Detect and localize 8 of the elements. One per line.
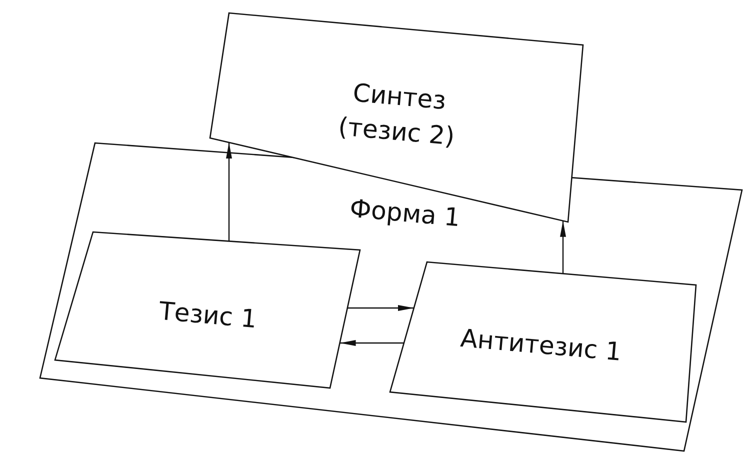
node-label: Синтез (тезис 2) xyxy=(336,77,457,153)
node-label: Антитезис 1 xyxy=(458,322,624,368)
arrow xyxy=(340,340,404,346)
arrow xyxy=(226,142,232,242)
arrow xyxy=(347,305,414,311)
node-label: Тезис 1 xyxy=(157,295,259,336)
node-label: Форма 1 xyxy=(348,192,462,234)
arrow xyxy=(560,220,566,274)
